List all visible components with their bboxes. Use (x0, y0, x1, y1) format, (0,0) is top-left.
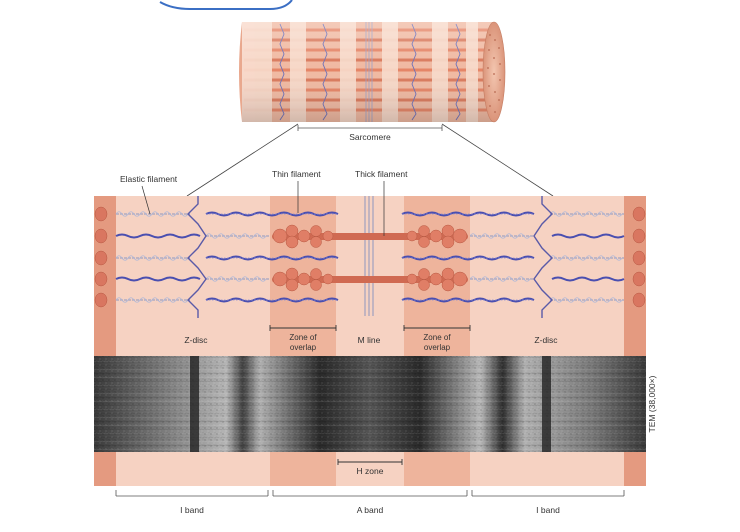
elastic-coils (115, 211, 623, 303)
edge-myosin-right (632, 206, 646, 308)
sarcomere-bracket (297, 125, 443, 131)
thick-filament-lower (272, 267, 468, 292)
zone-of-overlap-right-label-1: Zone of (423, 333, 451, 342)
elastic-filament-label: Elastic filament (120, 174, 178, 184)
tem-magnification-label: TEM (38,000×) (647, 375, 657, 432)
h-zone-label: H zone (357, 466, 384, 476)
m-line (364, 196, 374, 316)
thin-filament-beads (206, 213, 534, 301)
z-disc-right-label: Z-disc (534, 335, 558, 345)
z-disc-right-shape (533, 196, 553, 318)
cylinder-end-dots (487, 34, 501, 113)
z-disc-left-shape (187, 196, 207, 318)
a-band-label: A band (357, 505, 384, 515)
elastic-filament-leader (141, 185, 151, 215)
tem-zline-right (542, 356, 551, 452)
cylinder-shading (242, 22, 494, 122)
tem-noise (94, 356, 646, 452)
myofibril-cylinder (239, 21, 506, 123)
thin-filaments (115, 211, 625, 303)
thick-filament-upper (272, 224, 468, 249)
zone-of-overlap-left-label-1: Zone of (289, 333, 317, 342)
m-line-label: M line (358, 335, 381, 345)
overlap-brackets (269, 325, 471, 331)
cylinder-left-cap (239, 22, 242, 122)
cropped-arc (159, 0, 293, 10)
tem-micrograph (94, 356, 646, 452)
h-zone-bracket (337, 459, 403, 465)
tem-zline-left (190, 356, 199, 452)
bands-strip (94, 452, 646, 486)
i-band-left-label: I band (180, 505, 204, 515)
expansion-lines (186, 123, 554, 197)
thin-filament-label: Thin filament (272, 169, 321, 179)
band-brackets (115, 490, 625, 497)
i-band-left-region (116, 196, 270, 356)
edge-myosin-left (94, 206, 108, 308)
cylinder-end-face (482, 21, 506, 123)
zone-of-overlap-left-label-2: overlap (290, 343, 317, 352)
i-band-right-region (470, 196, 624, 356)
zone-of-overlap-right-label-2: overlap (424, 343, 451, 352)
i-band-right-label: I band (536, 505, 560, 515)
sarcomere-detail (94, 196, 646, 356)
thick-filament-label: Thick filament (355, 169, 408, 179)
z-disc-left-label: Z-disc (184, 335, 208, 345)
sarcomere-label: Sarcomere (349, 132, 391, 142)
